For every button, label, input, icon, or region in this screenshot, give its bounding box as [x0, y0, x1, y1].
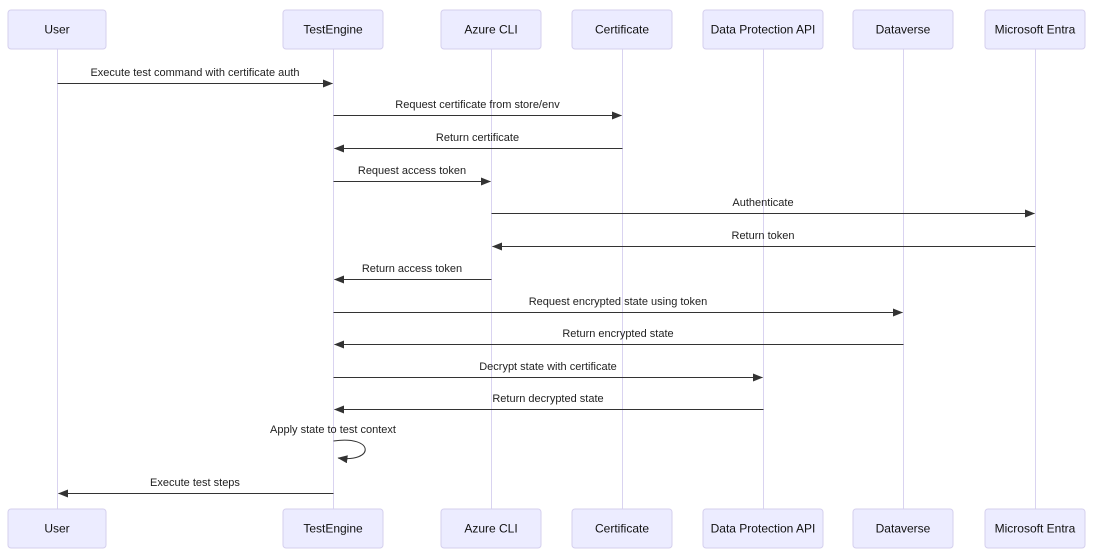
- actor-box-bottom-microsoft-entra: Microsoft Entra: [984, 508, 1086, 549]
- message-5: Return token: [492, 230, 1036, 251]
- message-label: Apply state to test context: [270, 424, 396, 436]
- actor-box-bottom-data-protection-api: Data Protection API: [702, 508, 824, 549]
- actor-rect: [282, 508, 384, 549]
- message-label: Authenticate: [732, 197, 793, 209]
- actor-box-top-data-protection-api: Data Protection API: [702, 9, 824, 50]
- actor-label: Microsoft Entra: [995, 23, 1076, 37]
- actor-rect: [702, 508, 824, 549]
- actor-label: Certificate: [595, 522, 649, 536]
- message-0: Execute test command with certificate au…: [57, 67, 333, 88]
- actor-rect: [984, 9, 1086, 50]
- actor-label: Dataverse: [876, 522, 931, 536]
- actor-label: TestEngine: [303, 522, 363, 536]
- actor-label: User: [44, 522, 69, 536]
- message-9: Decrypt state with certificate: [333, 361, 763, 382]
- actor-rect: [852, 508, 954, 549]
- actor-box-top-certificate: Certificate: [571, 9, 673, 50]
- actor-rect: [7, 9, 107, 50]
- message-label: Execute test command with certificate au…: [90, 67, 299, 79]
- actor-rect: [440, 9, 542, 50]
- message-10: Return decrypted state: [334, 393, 764, 414]
- message-label: Execute test steps: [150, 477, 240, 489]
- message-label: Return decrypted state: [492, 393, 603, 405]
- message-12: Execute test steps: [58, 477, 334, 498]
- actor-box-bottom-certificate: Certificate: [571, 508, 673, 549]
- message-3: Request access token: [333, 165, 491, 186]
- message-label: Request certificate from store/env: [395, 99, 560, 111]
- actor-box-top-user: User: [7, 9, 107, 50]
- message-label: Return token: [732, 230, 795, 242]
- actor-box-top-azure-cli: Azure CLI: [440, 9, 542, 50]
- actor-label: Data Protection API: [711, 522, 816, 536]
- actor-label: TestEngine: [303, 23, 363, 37]
- message-label: Return encrypted state: [562, 328, 673, 340]
- actor-label: Microsoft Entra: [995, 522, 1076, 536]
- actor-rect: [440, 508, 542, 549]
- actor-rect: [984, 508, 1086, 549]
- actor-box-bottom-dataverse: Dataverse: [852, 508, 954, 549]
- message-label: Request encrypted state using token: [529, 296, 708, 308]
- actor-label: Azure CLI: [464, 23, 517, 37]
- actor-label: Data Protection API: [711, 23, 816, 37]
- actor-box-bottom-azure-cli: Azure CLI: [440, 508, 542, 549]
- message-1: Request certificate from store/env: [333, 99, 622, 120]
- actor-label: User: [44, 23, 69, 37]
- message-7: Request encrypted state using token: [333, 296, 903, 317]
- actor-label: Dataverse: [876, 23, 931, 37]
- actor-label: Azure CLI: [464, 522, 517, 536]
- message-6: Return access token: [334, 263, 492, 284]
- actor-rect: [7, 508, 107, 549]
- actor-rect: [571, 9, 673, 50]
- message-4: Authenticate: [491, 197, 1035, 218]
- actor-box-top-dataverse: Dataverse: [852, 9, 954, 50]
- message-label: Decrypt state with certificate: [479, 361, 617, 373]
- message-label: Return certificate: [436, 132, 519, 144]
- self-message-arrow: [333, 439, 366, 464]
- actor-label: Certificate: [595, 23, 649, 37]
- message-label: Return access token: [362, 263, 462, 275]
- message-label: Request access token: [358, 165, 466, 177]
- actor-box-top-microsoft-entra: Microsoft Entra: [984, 9, 1086, 50]
- message-11: Apply state to test context: [270, 424, 396, 464]
- actor-rect: [571, 508, 673, 549]
- message-8: Return encrypted state: [334, 328, 904, 349]
- actor-box-top-testengine: TestEngine: [282, 9, 384, 50]
- actor-box-bottom-user: User: [7, 508, 107, 549]
- message-2: Return certificate: [334, 132, 623, 153]
- actor-rect: [702, 9, 824, 50]
- actor-rect: [852, 9, 954, 50]
- actor-box-bottom-testengine: TestEngine: [282, 508, 384, 549]
- actor-rect: [282, 9, 384, 50]
